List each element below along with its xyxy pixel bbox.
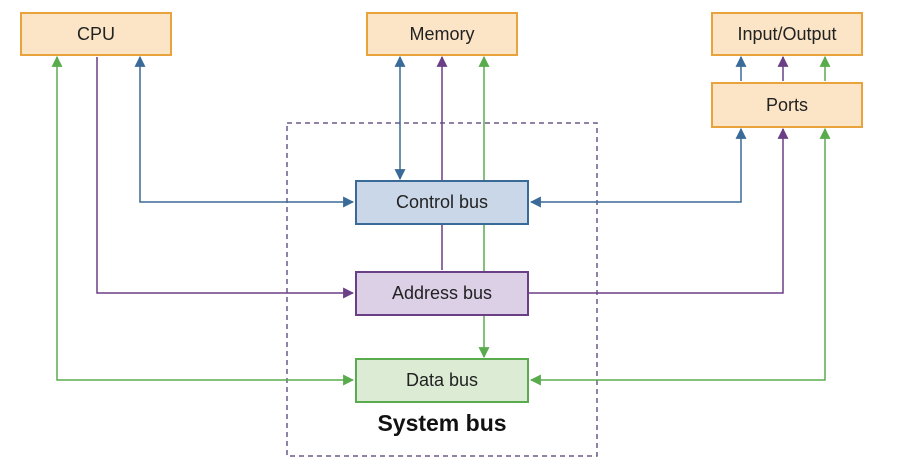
memory-label: Memory bbox=[409, 23, 475, 44]
data-bus-label: Data bus bbox=[405, 370, 479, 390]
cpu-data-link bbox=[51, 55, 355, 386]
io-label: Input/Output bbox=[737, 23, 837, 44]
data-bus-box: Data bus bbox=[355, 358, 529, 403]
cpu-address-link bbox=[96, 57, 355, 299]
control-bus-box: Control bus bbox=[355, 180, 529, 225]
cpu-label: CPU bbox=[76, 23, 115, 44]
ports-label: Ports bbox=[765, 94, 808, 115]
cpu-control-link bbox=[134, 55, 355, 208]
address-bus-box: Address bus bbox=[355, 271, 529, 316]
memory-box: Memory bbox=[366, 12, 518, 56]
cpu-box: CPU bbox=[20, 12, 172, 56]
system-bus-title: System bus bbox=[377, 410, 507, 436]
io-box: Input/Output bbox=[711, 12, 863, 56]
ports-data-link bbox=[529, 127, 831, 386]
ports-box: Ports bbox=[711, 82, 863, 128]
control-bus-label: Control bus bbox=[395, 192, 489, 212]
ports-address-link bbox=[528, 127, 789, 294]
ports-control-link bbox=[529, 127, 747, 208]
address-bus-label: Address bus bbox=[391, 283, 493, 303]
